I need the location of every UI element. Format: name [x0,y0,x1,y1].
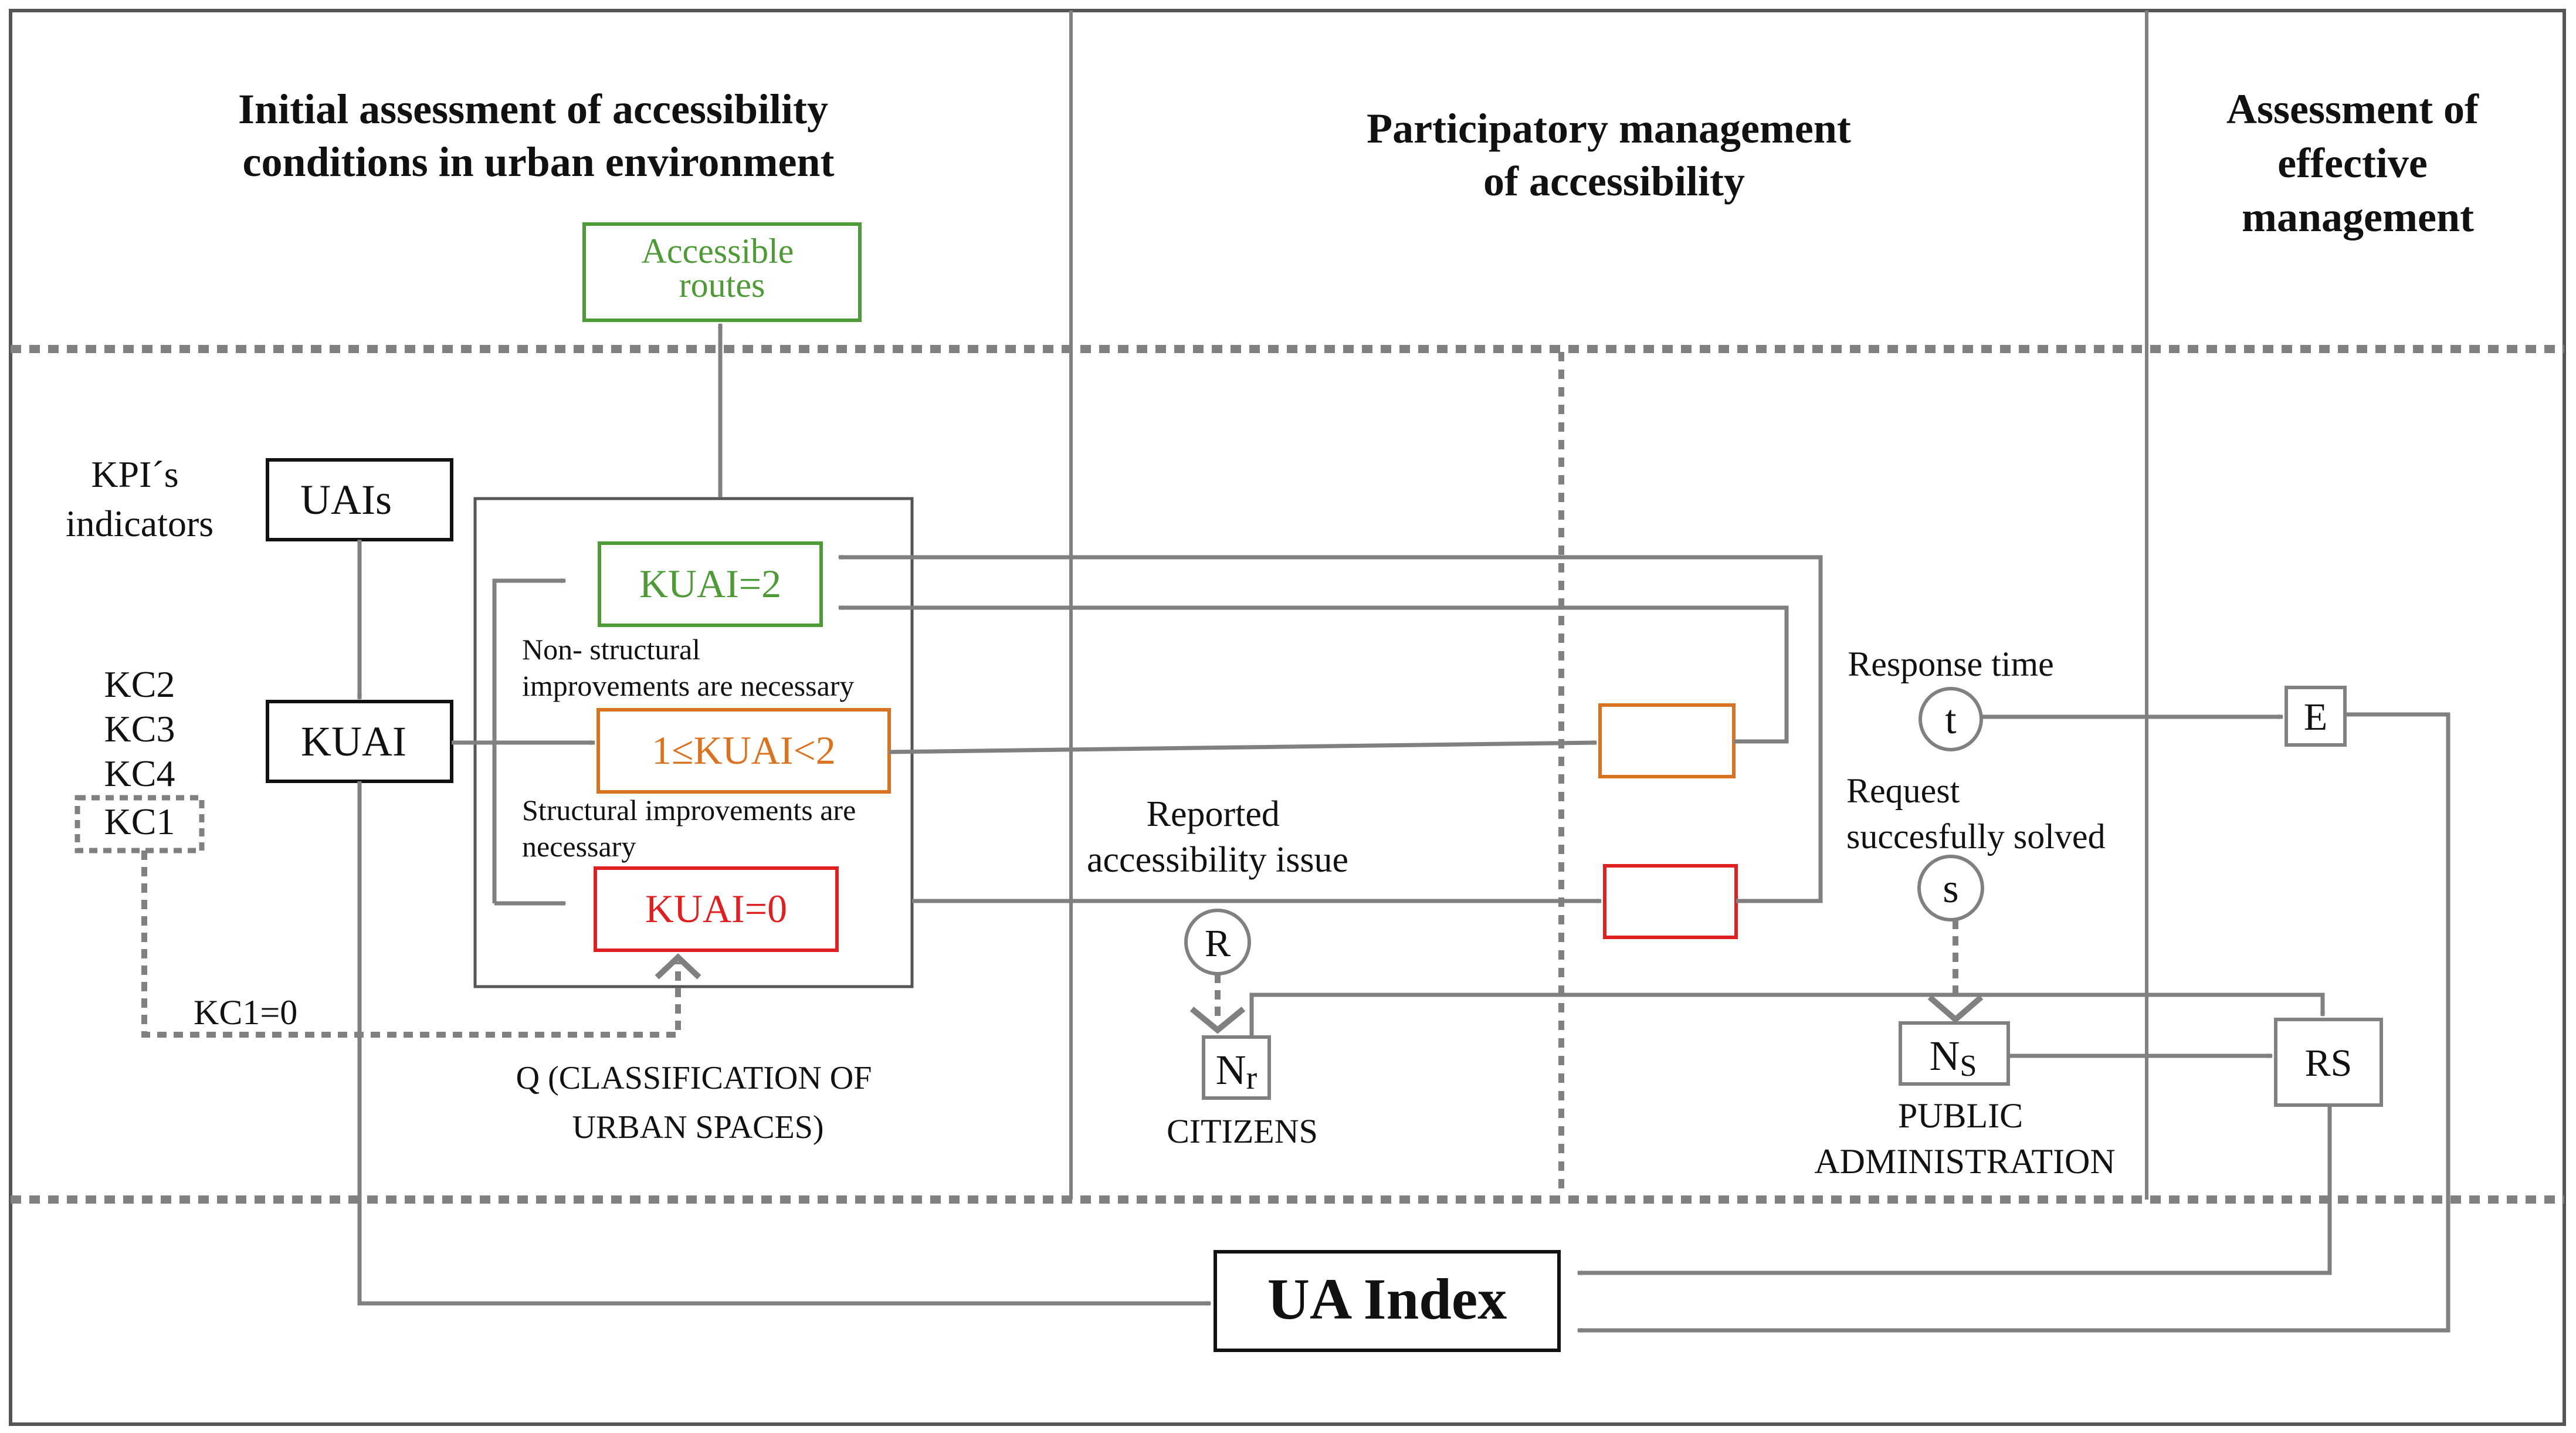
r-circle-label: R [1205,922,1231,965]
kuai2-label: KUAI=2 [639,561,781,606]
ua-index-label: UA Index [1267,1266,1507,1332]
outer-frame [9,9,2566,1426]
request-solved-label: Request succesfully solved [1846,771,2106,856]
nr-box [1202,1035,1271,1100]
structural-label: Structural improvements are necessary [522,794,863,863]
arrow-nr-to-rs [1249,992,2323,1037]
feedback-red-to-kuai2 [839,557,1823,903]
header-effective-management: Assessment of effective management [2226,86,2489,240]
accessible-routes-box [582,222,862,322]
arrow-rs-to-ua-index [1578,1105,2332,1273]
ua-index-box [1214,1250,1561,1352]
header-initial-assessment: Initial assessment of accessibility cond… [238,86,839,185]
classification-q-label: Q (CLASSIFICATION OF URBAN SPACES) [516,1060,880,1146]
dotted-arrowhead-kuai0 [655,953,701,980]
arrow-kuai1-to-orange-box [889,743,1597,754]
kc1-box [74,795,205,853]
ns-label: NS [1930,1032,1977,1083]
header-participatory-management: Participatory management of accessibilit… [1367,105,1862,205]
kc1-label: KC1 [104,801,175,842]
nr-label: Nr [1216,1046,1258,1096]
orange-request-box [1598,703,1736,778]
rs-label: RS [2305,1042,2353,1085]
kuai0-label: KUAI=0 [645,886,787,931]
kc3-label: KC3 [104,708,175,750]
uais-label: UAIs [300,476,392,523]
e-box [2284,686,2347,747]
kc2-label: KC2 [104,663,175,705]
reported-issue-label: Reported accessibility issue [1087,794,1348,880]
arrow-kuai-to-ua-index [357,781,1211,1303]
t-circle-label: t [1945,697,1957,743]
response-time-label: Response time [1848,645,2054,683]
e-label: E [2304,696,2327,738]
arrow-e-to-ua-index [1578,712,2450,1330]
non-structural-label: Non- structural improvements are necessa… [522,633,854,702]
kuai2-box [598,541,823,627]
kuai0-box [594,866,839,952]
red-request-box [1603,864,1738,939]
dotted-arrowhead-ns [1927,995,1984,1024]
dotted-arrowhead-nr [1189,1007,1246,1034]
kuai-label: KUAI [301,718,406,765]
kpi-indicators-label: KPI´s indicators [66,453,213,544]
feedback-orange-to-kuai2 [839,608,1789,744]
accessible-routes-label: Accessible routes [642,232,803,304]
arrow-to-kuai2 [492,581,565,903]
t-circle [1919,687,1983,751]
public-administration-label: PUBLIC ADMINISTRATION [1814,1096,2115,1181]
kc1-zero-label: KC1=0 [194,993,297,1032]
s-circle-label: s [1943,866,1958,912]
citizens-label: CITIZENS [1167,1112,1318,1150]
kuai1-label: 1≤KUAI<2 [652,728,836,773]
ns-box [1899,1021,2010,1086]
s-circle [1917,855,1984,922]
kc4-label: KC4 [104,753,175,794]
dotted-kc1-to-kuai0 [141,851,681,1038]
